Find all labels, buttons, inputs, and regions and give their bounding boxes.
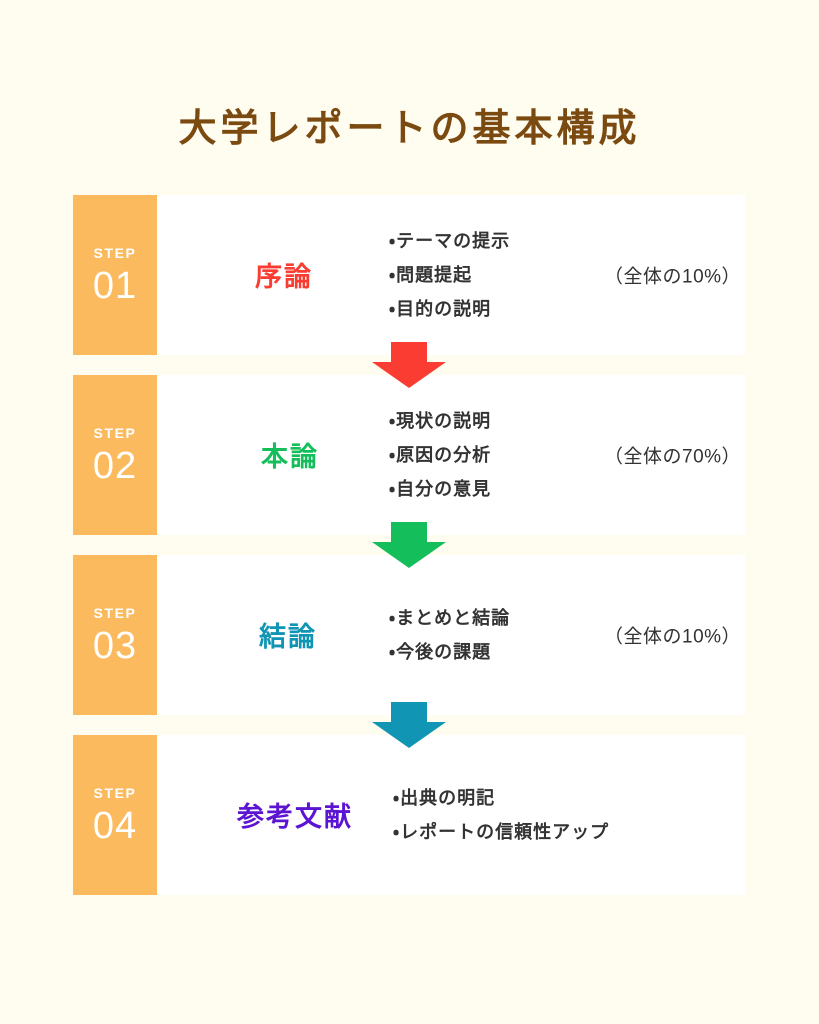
step-badge-number: 02	[92, 444, 138, 487]
arrow-head	[372, 362, 446, 388]
step-badge-word: STEP	[93, 424, 137, 441]
step-bullet-list-03: ・まとめと結論 ・今後の課題	[389, 609, 510, 661]
step-badge-number: 03	[92, 624, 138, 667]
list-item: ・出典の明記	[393, 788, 496, 808]
step-badge-word: STEP	[93, 604, 137, 621]
step-body-01: 序論 ・テーマの提示 ・問題提起 ・目的の説明 （全体の10%）	[157, 195, 745, 355]
step-card-04: STEP 04 参考文献 ・出典の明記 ・レポートの信頼性アップ	[73, 735, 745, 895]
step-badge-word: STEP	[93, 244, 137, 261]
step-badge-03: STEP 03	[73, 555, 157, 715]
step-body-03: 結論 ・まとめと結論 ・今後の課題 （全体の10%）	[157, 555, 745, 715]
list-item: ・まとめと結論	[389, 608, 511, 628]
step-ratio-label-01: （全体の10%）	[604, 266, 742, 288]
list-item: ・原因の分析	[389, 445, 492, 465]
step-bullet-list-02: ・現状の説明 ・原因の分析 ・自分の意見	[389, 412, 491, 498]
step-section-name-03: 結論	[259, 622, 317, 652]
page-title-container: 大学レポートの基本構成	[0, 82, 819, 179]
list-item: ・自分の意見	[389, 479, 492, 499]
arrow-head	[372, 542, 446, 568]
step-bullet-list-01: ・テーマの提示 ・問題提起 ・目的の説明	[389, 232, 510, 318]
arrow-head	[372, 722, 446, 748]
page-title: 大学レポートの基本構成	[178, 108, 641, 151]
step-card-02: STEP 02 本論 ・現状の説明 ・原因の分析 ・自分の意見 （全体の70%）	[73, 375, 745, 535]
step-badge-04: STEP 04	[73, 735, 157, 895]
step-card-01: STEP 01 序論 ・テーマの提示 ・問題提起 ・目的の説明 （全体の10%）	[73, 195, 745, 355]
steps-list: STEP 01 序論 ・テーマの提示 ・問題提起 ・目的の説明 （全体の10%）…	[73, 195, 745, 895]
step-body-02: 本論 ・現状の説明 ・原因の分析 ・自分の意見 （全体の70%）	[157, 375, 745, 535]
step-body-04: 参考文献 ・出典の明記 ・レポートの信頼性アップ	[157, 735, 745, 895]
list-item: ・目的の説明	[389, 299, 492, 319]
list-item: ・レポートの信頼性アップ	[393, 822, 610, 842]
list-item: ・テーマの提示	[389, 231, 511, 251]
step-card-03: STEP 03 結論 ・まとめと結論 ・今後の課題 （全体の10%）	[73, 555, 745, 715]
step-badge-01: STEP 01	[73, 195, 157, 355]
arrow-stem	[391, 342, 427, 364]
step-badge-number: 04	[92, 804, 138, 847]
arrow-stem	[391, 522, 427, 544]
down-arrow-icon-01	[372, 342, 446, 388]
step-bullet-list-04: ・出典の明記 ・レポートの信頼性アップ	[393, 789, 609, 841]
list-item: ・現状の説明	[389, 411, 492, 431]
step-badge-number: 01	[92, 264, 138, 307]
step-section-name-01: 序論	[255, 262, 313, 292]
down-arrow-icon-02	[372, 522, 446, 568]
step-ratio-label-02: （全体の70%）	[604, 446, 742, 468]
arrow-stem	[391, 702, 427, 724]
list-item: ・今後の課題	[389, 642, 492, 662]
step-section-name-04: 参考文献	[237, 802, 353, 832]
step-ratio-label-03: （全体の10%）	[604, 626, 742, 648]
list-item: ・問題提起	[389, 265, 473, 285]
step-badge-word: STEP	[93, 784, 137, 801]
down-arrow-icon-03	[372, 702, 446, 748]
step-section-name-02: 本論	[261, 442, 319, 472]
step-badge-02: STEP 02	[73, 375, 157, 535]
